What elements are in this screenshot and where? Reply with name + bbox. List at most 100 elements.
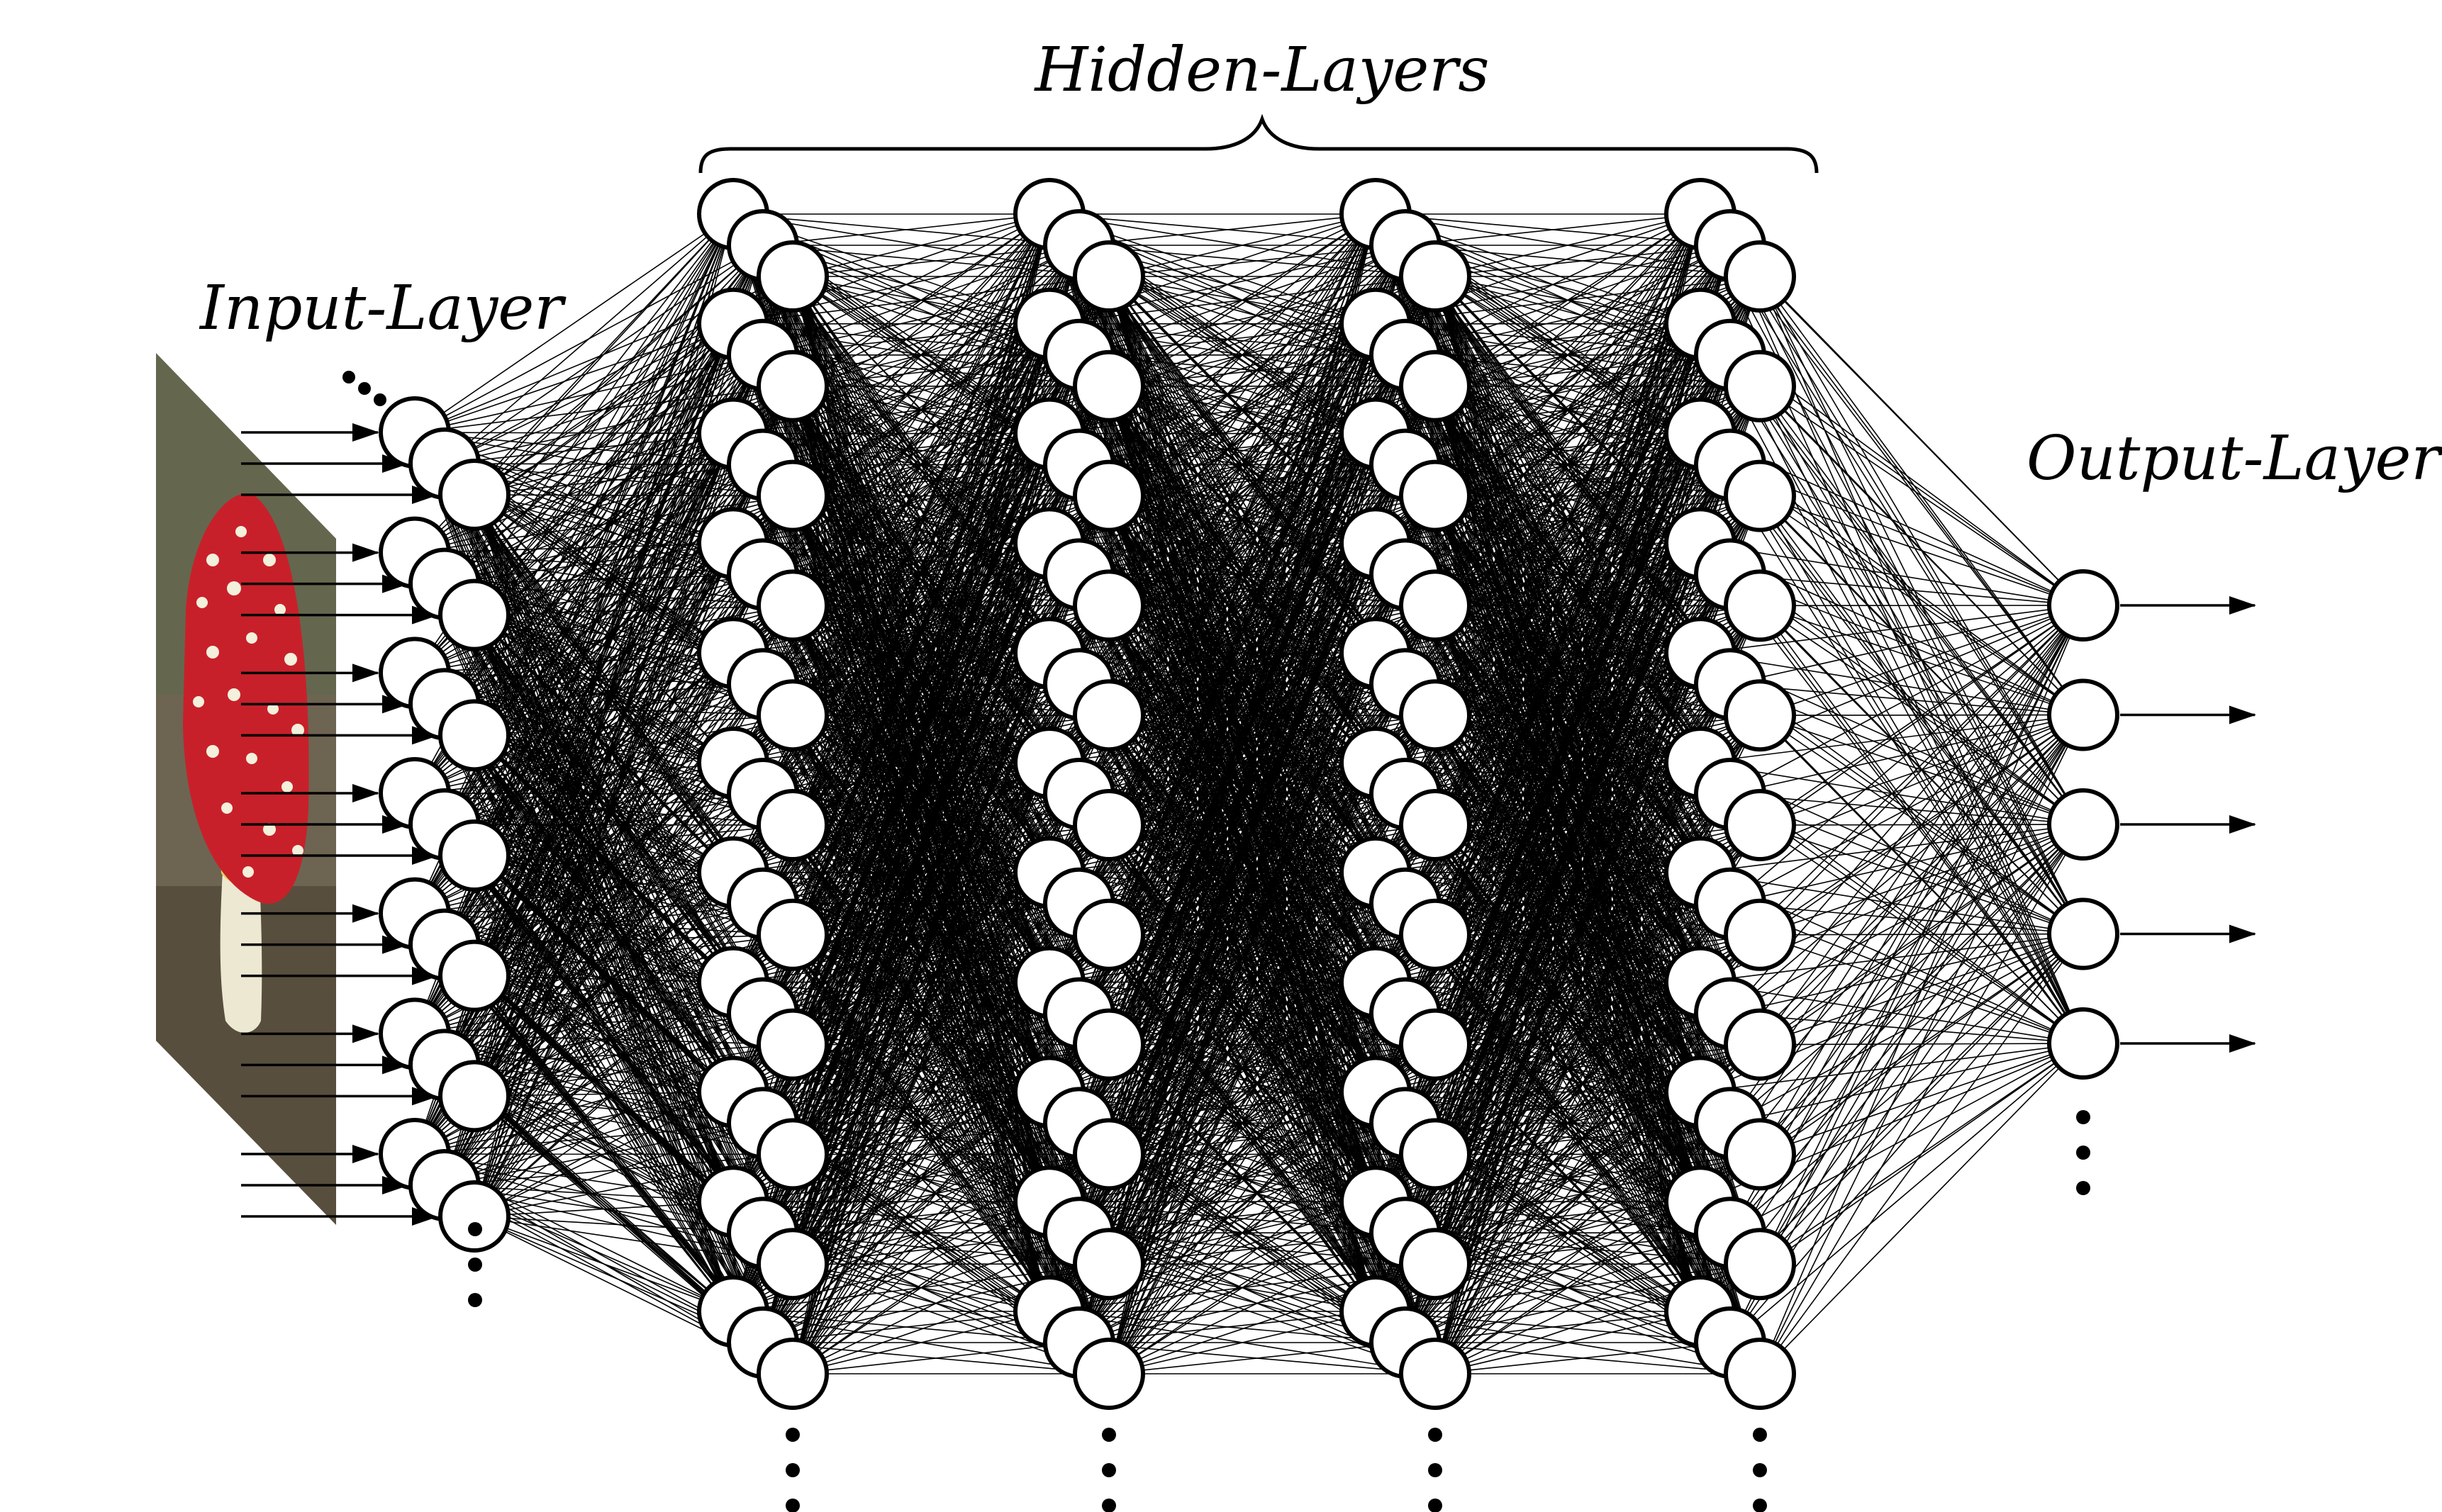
neuron-node-hidden-1	[757, 349, 829, 422]
neuron-node-input	[438, 578, 511, 651]
edge-line	[1729, 1043, 2084, 1343]
edge-line	[1759, 495, 2084, 606]
edge-line	[1759, 934, 2084, 1374]
neuron-node-hidden-2	[1073, 679, 1145, 752]
edge-line	[1434, 213, 1701, 277]
edge-line	[1434, 1232, 1731, 1374]
edge-line	[474, 323, 734, 616]
edge-line	[1434, 433, 1701, 1374]
edge-line	[474, 494, 734, 654]
edge-line	[1434, 213, 1701, 1265]
edge-line	[474, 354, 764, 616]
edge-line	[444, 872, 734, 1186]
edge-line	[474, 1095, 734, 1202]
edge-line	[474, 734, 734, 873]
edge-line	[474, 652, 734, 1217]
edge-line	[474, 903, 764, 1097]
edge-line	[474, 734, 734, 1092]
ellipsis-dot	[2076, 1110, 2090, 1124]
edge-line	[792, 543, 1050, 1374]
edge-line	[474, 824, 793, 856]
edge-line	[444, 213, 734, 464]
edge-line	[1759, 276, 2084, 606]
neuron-node-hidden-4	[1724, 1008, 1796, 1081]
ellipsis-dot	[1428, 1463, 1442, 1477]
neuron-node-input	[438, 819, 511, 892]
neuron-node-hidden-1	[757, 569, 829, 642]
neuron-node-hidden-1	[757, 1008, 829, 1081]
neuron-node-output	[2047, 678, 2119, 751]
edge-line	[474, 1201, 734, 1217]
neuron-node-hidden-4	[1724, 679, 1796, 752]
edge-line	[792, 213, 1050, 936]
edge-line	[474, 1153, 793, 1217]
edge-line	[1759, 824, 2084, 1374]
neuron-node-hidden-4	[1724, 1118, 1796, 1191]
neuron-node-hidden-2	[1073, 898, 1145, 971]
edge-line	[1434, 1091, 1701, 1374]
neuron-node-hidden-1	[757, 789, 829, 861]
edge-line	[1078, 1201, 1376, 1343]
edge-line	[474, 213, 734, 1097]
ellipsis-dot	[786, 1499, 800, 1512]
edge-line	[1108, 213, 1376, 497]
neuron-node-hidden-4	[1724, 1338, 1796, 1410]
edge-line	[474, 433, 734, 977]
edge-line	[444, 432, 734, 585]
edge-line	[474, 652, 734, 1097]
edge-line	[1759, 1043, 2084, 1374]
edge-line	[474, 793, 764, 977]
neuron-node-input	[438, 699, 511, 772]
edge-line	[1434, 715, 1761, 1374]
edge-line	[474, 213, 734, 976]
edge-line	[474, 615, 764, 1014]
edge-line	[792, 213, 1050, 1374]
edge-line	[1108, 245, 1406, 497]
continuation-ellipses	[342, 371, 2090, 1512]
edge-line	[792, 245, 1080, 387]
edge-line	[474, 1091, 734, 1097]
edge-line	[1434, 213, 1701, 716]
neuron-node-hidden-1	[757, 679, 829, 752]
ellipsis-dot	[374, 393, 386, 406]
edge-line	[1405, 1201, 1701, 1343]
edge-line	[1434, 323, 1701, 1374]
edge-line	[792, 1311, 1050, 1374]
edge-line	[792, 323, 1050, 1374]
neuron-node-hidden-3	[1399, 349, 1471, 422]
edge-line	[1108, 213, 1376, 1265]
edge-line	[474, 1043, 793, 1097]
output-layer-label: Output-Layer	[2026, 423, 2442, 494]
neuron-node-hidden-3	[1399, 898, 1471, 971]
edge-line	[1759, 605, 2084, 716]
edge-line	[414, 213, 734, 433]
edge-line	[1108, 872, 1376, 1374]
ellipsis-dot	[786, 1463, 800, 1477]
edge-line	[792, 1122, 1080, 1374]
edge-line	[474, 543, 734, 1097]
edge-line	[474, 975, 734, 983]
neuron-node-hidden-2	[1073, 1008, 1145, 1081]
edge-line	[1759, 605, 2084, 1374]
edge-line	[474, 614, 734, 763]
ellipsis-dot	[468, 1222, 482, 1236]
edge-line	[1434, 245, 1731, 387]
edge-line	[792, 213, 1050, 1155]
edge-line	[474, 652, 734, 737]
neuron-node-hidden-4	[1724, 240, 1796, 313]
mushroom-cap	[183, 493, 309, 904]
edge-line	[1729, 605, 2084, 1343]
neuron-node-input	[438, 939, 511, 1012]
neuron-node-hidden-4	[1724, 789, 1796, 861]
edge-line	[1108, 213, 1376, 606]
edge-line	[1108, 543, 1376, 1374]
neuron-node-hidden-1	[757, 240, 829, 313]
ellipsis-dot	[1102, 1463, 1116, 1477]
edge-line	[474, 213, 734, 616]
ellipsis-dot	[786, 1428, 800, 1442]
edge-line	[1434, 1311, 1701, 1374]
edge-line	[1434, 213, 1701, 826]
edge-line	[474, 542, 734, 616]
edge-line	[1108, 982, 1376, 1374]
